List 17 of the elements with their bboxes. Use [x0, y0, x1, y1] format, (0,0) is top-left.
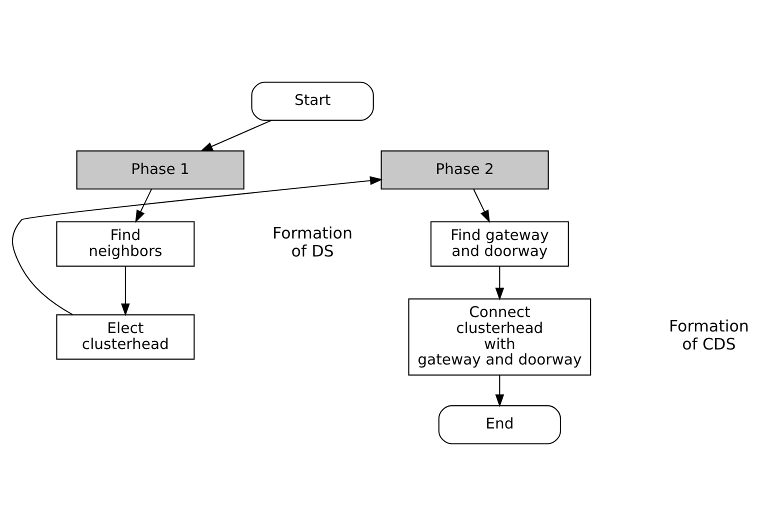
label: Formation of DS [272, 223, 353, 260]
arrow [135, 188, 152, 222]
arrow [495, 374, 504, 407]
arrow [495, 266, 504, 300]
label: Formation of CDS [669, 316, 749, 354]
node-box: Phase 2 [380, 150, 549, 190]
arrow [12, 176, 383, 315]
arrow [200, 119, 272, 152]
node-box: Connect clusterhead with gateway and doorway [408, 298, 592, 376]
node-box: End [438, 404, 561, 444]
node-box: Phase 1 [76, 150, 244, 190]
arrow [121, 266, 130, 316]
arrow [473, 188, 490, 222]
node-box: Elect clusterhead [56, 314, 195, 360]
node-box: Find neighbors [56, 220, 195, 266]
node-box: Start [251, 81, 374, 120]
node-box: Find gateway and doorway [430, 220, 569, 266]
